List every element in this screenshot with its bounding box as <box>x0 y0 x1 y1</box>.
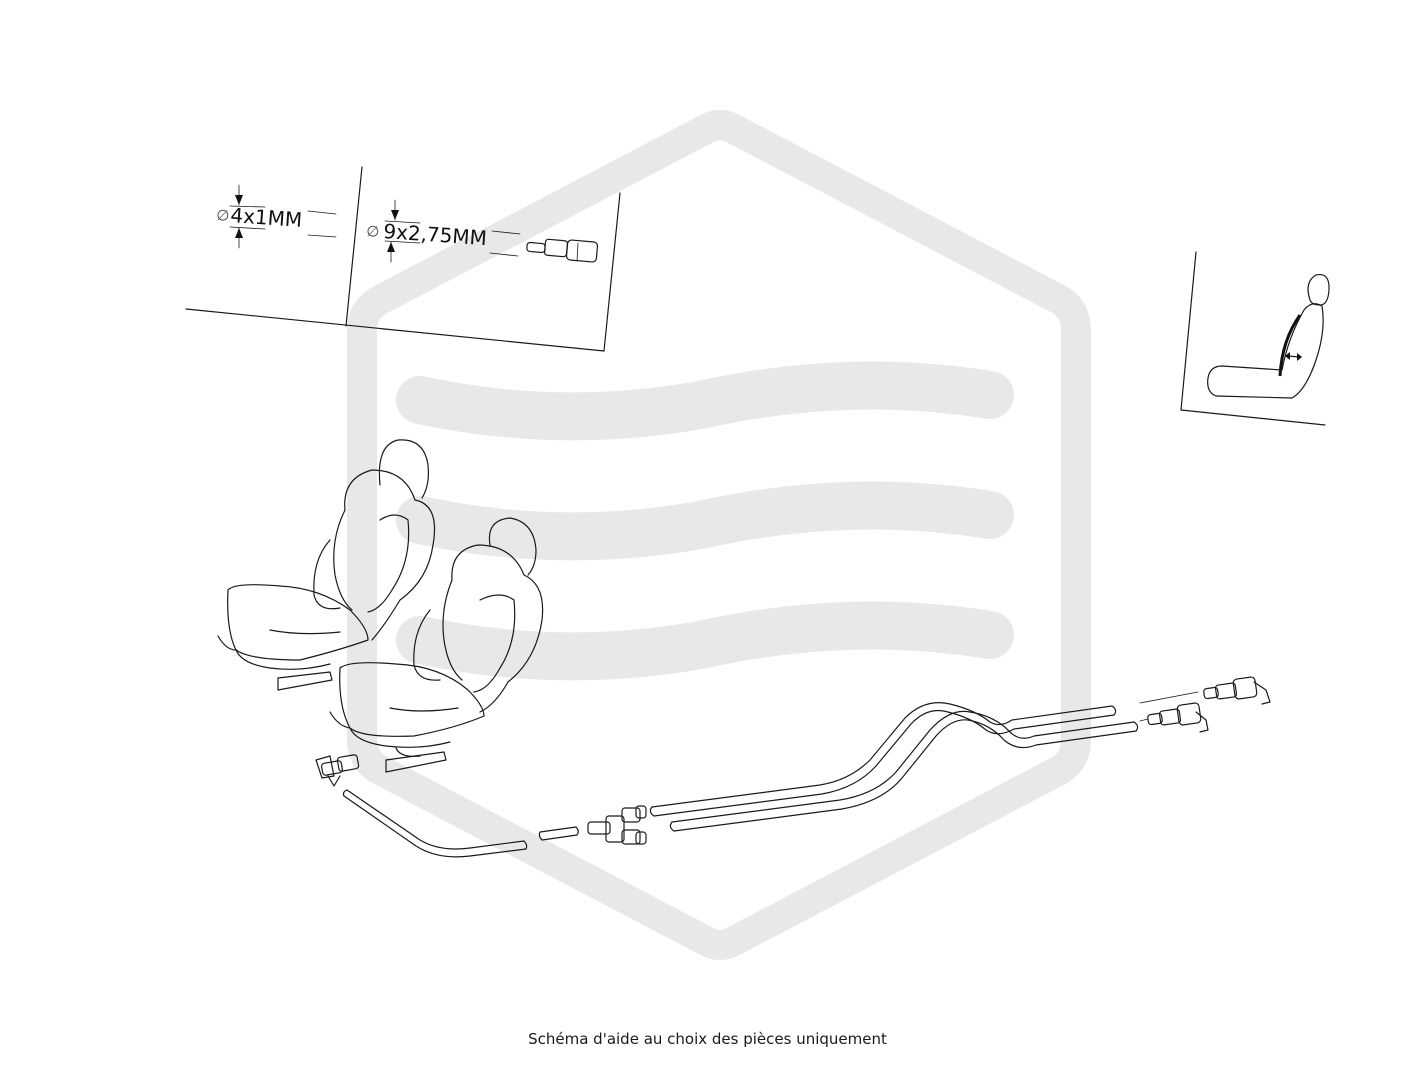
hose-large-dimension <box>384 199 599 263</box>
air-hose-assembly <box>342 691 1199 858</box>
connector-right-lower <box>1147 702 1209 733</box>
hose-size-callout-box <box>185 166 621 352</box>
connector-fitting-icon <box>526 238 599 263</box>
hose-large-label: 9x2,75MM <box>383 219 488 250</box>
hose-small-label: 4x1MM <box>230 203 303 232</box>
connector-left <box>315 754 360 787</box>
hose-small-dimension <box>229 184 337 249</box>
connector-tee <box>587 805 647 845</box>
diagram-caption: Schéma d'aide au choix des pièces unique… <box>528 1030 887 1048</box>
seat-lumbar-adjust-icon <box>1180 251 1330 426</box>
hose-small-diameter-symbol: ∅ <box>216 206 230 225</box>
seats-illustration <box>217 439 544 773</box>
watermark-logo <box>347 110 1091 960</box>
hose-large-diameter-symbol: ∅ <box>366 222 380 241</box>
connector-right-upper <box>1203 676 1271 705</box>
